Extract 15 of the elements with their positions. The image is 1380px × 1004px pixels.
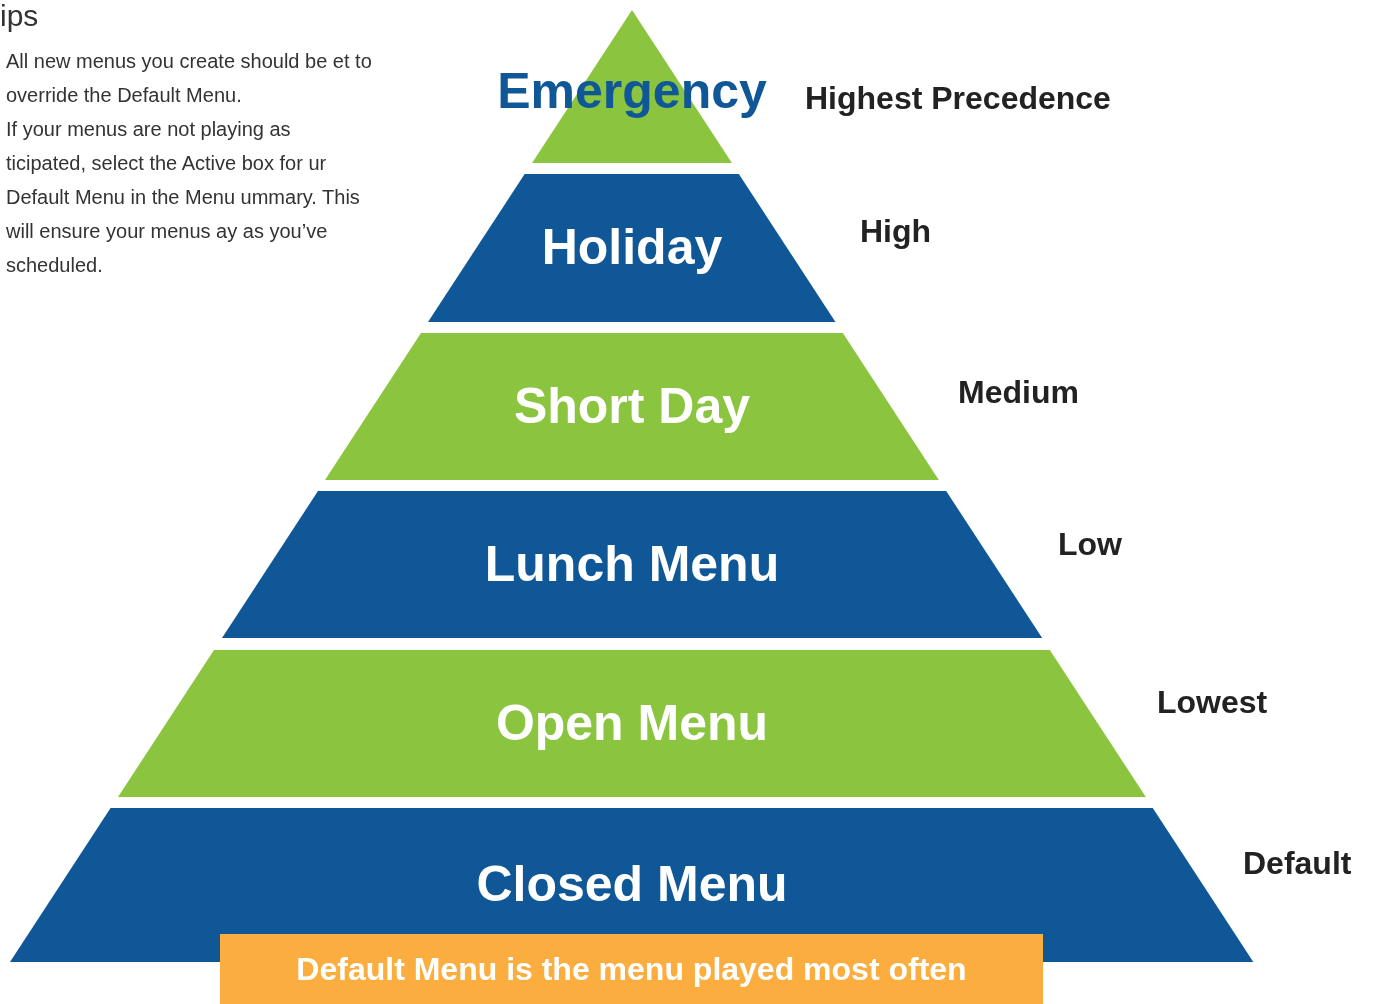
tip-text: If your menus are not playing as ticipated, select the Active box for ur Default Menu in the Menu ummary. This will ensure your menus ay as you’ve scheduled. bbox=[6, 117, 361, 278]
precedence-label: Low bbox=[1058, 526, 1122, 563]
tips-heading: ips bbox=[0, 0, 40, 34]
band-label: Closed Menu bbox=[475, 855, 789, 913]
band-label: Holiday bbox=[540, 218, 724, 276]
precedence-label: Medium bbox=[958, 374, 1079, 411]
band-label: Short Day bbox=[512, 376, 752, 435]
band-label: Lunch Menu bbox=[483, 534, 781, 593]
precedence-label: Lowest bbox=[1157, 684, 1268, 721]
precedence-label: High bbox=[860, 213, 932, 250]
banner: Default Menu is the menu played most often bbox=[220, 934, 1043, 1004]
precedence-label: Default bbox=[1243, 845, 1352, 882]
band-label: Open Menu bbox=[494, 693, 770, 752]
precedence-label: Highest Precedence bbox=[805, 80, 1111, 117]
tip-text: All new menus you create should be et to override the Default Menu. bbox=[6, 49, 373, 108]
